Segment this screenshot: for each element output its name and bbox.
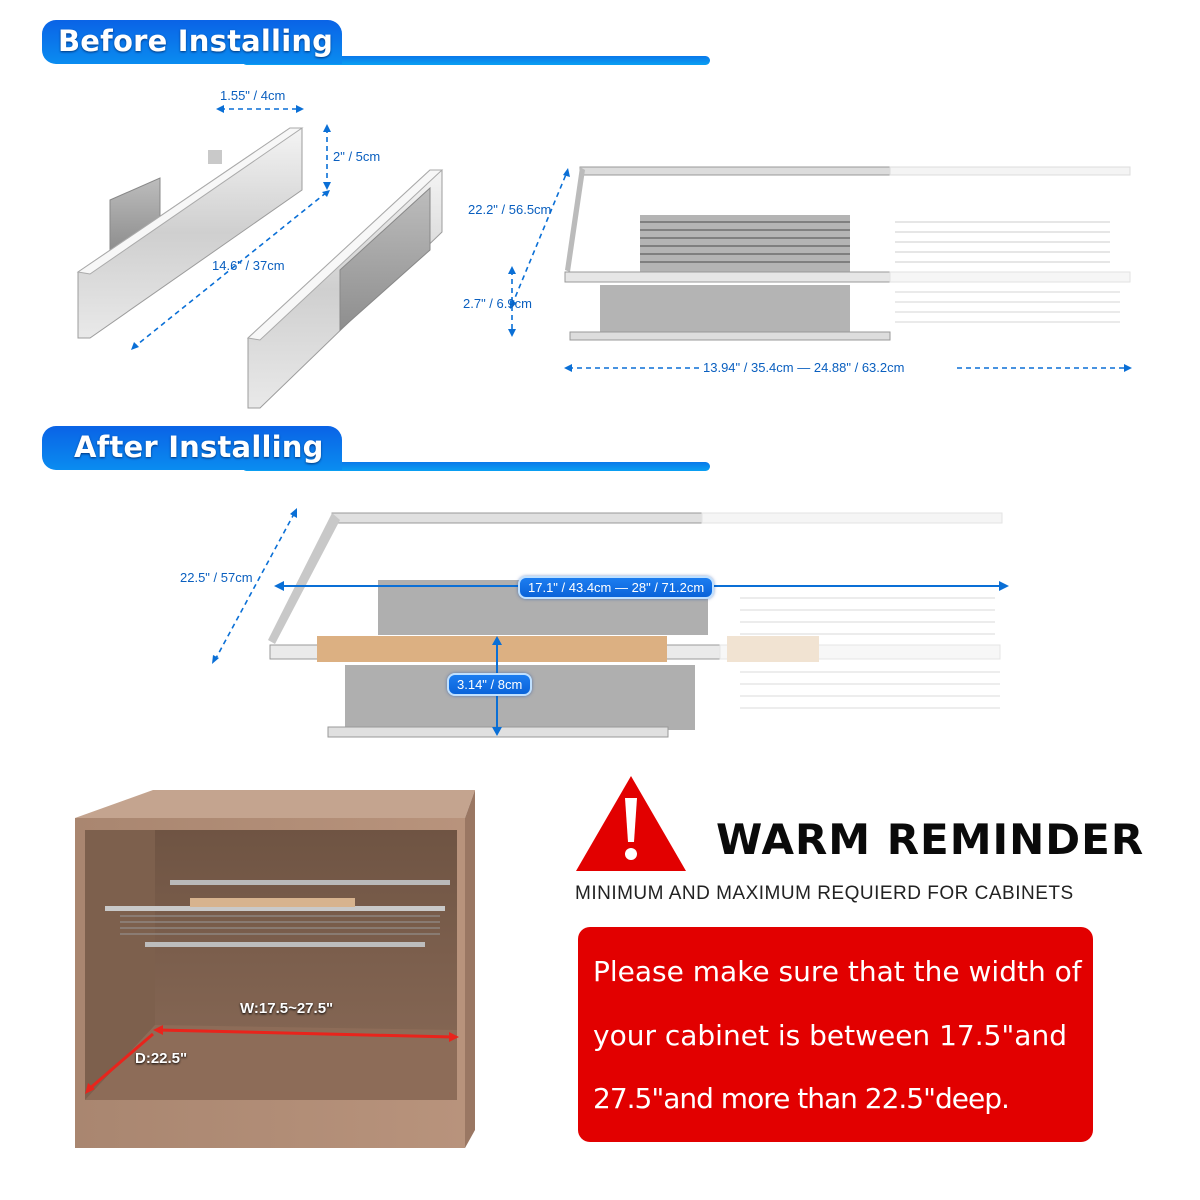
rail-height-label: 2" / 5cm: [333, 149, 381, 164]
rails-drawing: [76, 105, 1132, 409]
banner-underline: [242, 56, 710, 65]
warning-triangle-icon: [576, 776, 686, 871]
cabinet-width-label: W:17.5~27.5": [240, 1000, 334, 1017]
basket-after-depth-label: 22.5" / 57cm: [180, 570, 253, 585]
basket-height-label: 2.7" / 6.9cm: [463, 296, 532, 311]
reminder-line-1: Please make sure that the width of: [593, 955, 1082, 988]
after-installing-banner: After Installing: [42, 426, 710, 472]
basket-depth-label: 22.2" / 56.5cm: [468, 202, 552, 217]
cabinet-illustration: W:17.5~27.5" D:22.5": [75, 790, 475, 1150]
basket-after-height-pill: 3.14" / 8cm: [447, 673, 533, 696]
reminder-line-2: your cabinet is between 17.5"and: [593, 1019, 1067, 1052]
basket-after-width-pill: 17.1" / 43.4cm — 28" / 71.2cm: [518, 576, 715, 599]
warm-reminder-subtitle: MINIMUM AND MAXIMUM REQUIERD FOR CABINET…: [575, 883, 1074, 904]
reminder-message-box: Please make sure that the width of your …: [578, 927, 1093, 1142]
banner-underline: [242, 462, 710, 471]
warm-reminder-title: WARM REMINDER: [716, 815, 1145, 864]
basket-width-range-label: 13.94" / 35.4cm — 24.88" / 63.2cm: [703, 360, 905, 375]
basket-after-drawing: [212, 508, 1009, 738]
after-installing-title: After Installing: [74, 430, 324, 464]
cabinet-drawing: [75, 790, 475, 1148]
rail-width-label: 1.55" / 4cm: [220, 88, 286, 103]
before-installing-title: Before Installing: [58, 24, 334, 58]
rail-length-label: 14.6" / 37cm: [212, 258, 285, 273]
before-installing-banner: Before Installing: [42, 20, 710, 66]
reminder-line-3: 27.5"and more than 22.5"deep.: [593, 1082, 1010, 1115]
banner-tab: [42, 20, 326, 64]
cabinet-depth-label: D:22.5": [135, 1050, 188, 1067]
banner-tab: [42, 426, 326, 470]
basket-before-drawing: [564, 166, 1131, 341]
